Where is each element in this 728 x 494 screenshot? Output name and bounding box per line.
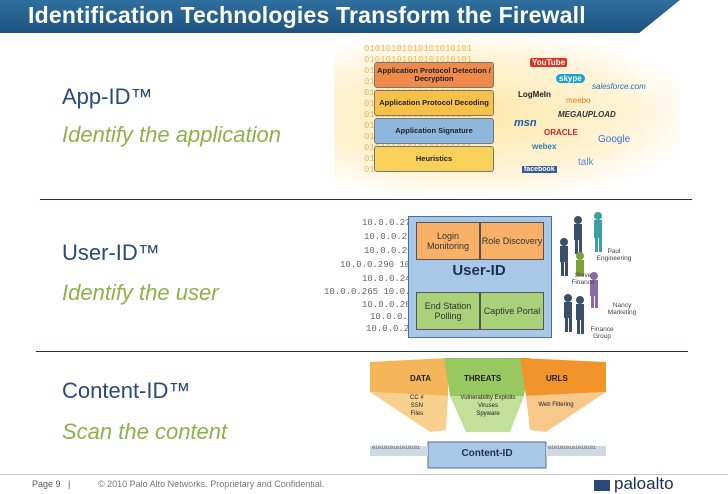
- urls-column-header: URLS: [546, 374, 568, 383]
- copyright-text: © 2010 Palo Alto Networks. Proprietary a…: [98, 479, 325, 489]
- page-number: Page 9: [32, 479, 61, 489]
- threats-column-header: THREATS: [464, 374, 502, 383]
- threats-items: Vulnerability Exploits Viruses Spyware: [450, 394, 526, 418]
- layer-protocol-decoding: Application Protocol Decoding: [374, 90, 494, 116]
- user-figures-icon: [560, 212, 602, 334]
- ip-address: 10.0.0.211: [364, 232, 419, 242]
- contentid-heading: Content-ID™: [62, 378, 191, 403]
- logmein-logo: LogMeIn: [518, 90, 551, 99]
- data-column-header: DATA: [410, 374, 432, 383]
- appid-graphic: 01010101010101010101 0101010101010101010…: [334, 40, 680, 192]
- binary-row: 01010101010101010101: [364, 55, 473, 65]
- ip-address: 10.0.0.277: [362, 218, 417, 228]
- google-logo: Google: [598, 134, 631, 145]
- captive-portal-cell: Captive Portal: [480, 292, 544, 330]
- ip-address: 10.0.0.242: [362, 274, 417, 284]
- youtube-logo: YouTube: [530, 58, 568, 67]
- paloalto-logo-icon: [594, 480, 610, 491]
- slide-title: Identification Technologies Transform th…: [28, 2, 586, 28]
- binary-row: 01010101010101010101: [364, 44, 473, 54]
- divider-rule: [36, 351, 688, 352]
- role-label: Paul Engineering: [596, 248, 632, 262]
- data-item: SSN: [410, 403, 423, 409]
- userid-center-label: User-ID: [452, 262, 506, 279]
- skype-logo: skype: [556, 74, 585, 83]
- layer-detection-decryption: Application Protocol Detection / Decrypt…: [374, 62, 494, 88]
- appid-subheading: Identify the application: [62, 122, 281, 147]
- ip-address: 10.0.0.22: [366, 324, 415, 334]
- userid-subheading: Identify the user: [62, 280, 219, 305]
- login-monitoring-cell: Login Monitoring: [416, 222, 480, 260]
- contentid-subheading: Scan the content: [62, 419, 228, 444]
- meebo-logo: meebo: [566, 96, 591, 105]
- data-item: CC #: [410, 395, 424, 401]
- data-items: CC # SSN Files: [410, 394, 424, 418]
- userid-heading: User-ID™: [62, 240, 160, 265]
- binary-stream: 0101010101010101: [372, 445, 421, 451]
- megaupload-logo: MEGAUPLOAD: [558, 110, 616, 119]
- ip-address: 10.0.0.265 10.0.0.: [324, 287, 422, 297]
- threat-item: Spyware: [476, 411, 500, 417]
- ip-address: 10.0.0.287: [362, 300, 417, 310]
- msn-logo: msn: [514, 117, 537, 129]
- role-label: Finance Group: [590, 326, 614, 340]
- contentid-funnel-icon: [370, 358, 606, 469]
- role-label: Nancy Marketing: [607, 302, 637, 316]
- paloalto-logo: paloalto: [614, 474, 674, 493]
- userid-graphic: 10.0.0.277 10.0.0.211 10.0.0.282 10.0.0.…: [320, 212, 684, 346]
- role-label: Steve Finance: [571, 272, 595, 286]
- appid-heading: App-ID™: [62, 84, 153, 109]
- layer-heuristics: Heuristics: [374, 146, 494, 172]
- contentid-engine-label: Content-ID: [461, 448, 513, 459]
- facebook-logo: facebook: [522, 166, 557, 173]
- oracle-logo: ORACLE: [544, 128, 578, 137]
- end-station-polling-cell: End Station Polling: [416, 292, 480, 330]
- threat-item: Viruses: [478, 403, 498, 409]
- binary-stream: 0101010101010101: [548, 445, 597, 451]
- footer-rule: [0, 474, 728, 475]
- footer-separator: |: [68, 479, 71, 489]
- urls-item: Web Filtering: [538, 402, 574, 408]
- salesforce-logo: salesforce.com: [592, 82, 646, 91]
- ip-address: 10.0.0.2: [370, 312, 414, 322]
- divider-rule: [40, 199, 692, 200]
- layer-application-signature: Application Signature: [374, 118, 494, 144]
- ip-address: 10.0.0.290 10.: [340, 260, 416, 270]
- data-item: Files: [410, 411, 424, 417]
- title-bar: [0, 0, 680, 33]
- webex-logo: webex: [532, 142, 557, 151]
- threat-item: Vulnerability Exploits: [460, 395, 516, 401]
- ip-address: 10.0.0.282: [364, 246, 419, 256]
- role-discovery-cell: Role Discovery: [480, 222, 544, 260]
- contentid-graphic: DATA THREATS URLS CC # SSN Files Vulnera…: [370, 358, 606, 470]
- talk-logo: talk: [578, 157, 594, 168]
